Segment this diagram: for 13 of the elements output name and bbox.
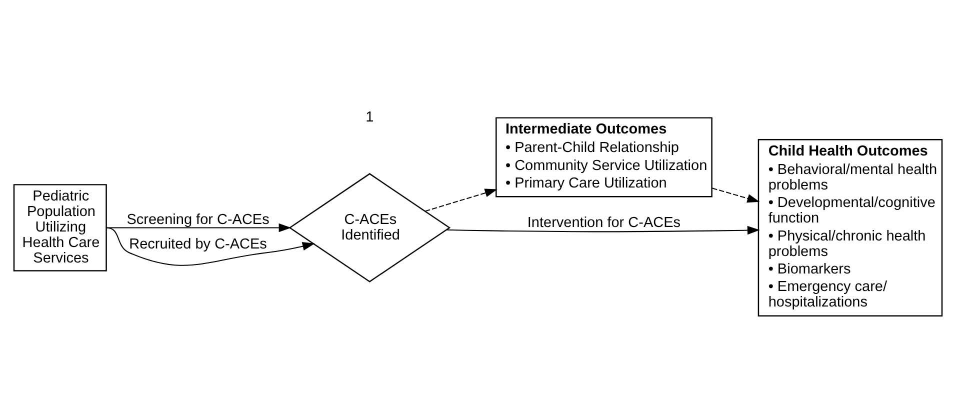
arrow [106,226,315,266]
node-box: Intermediate Outcomes • Parent-Child Relationship • Community Service Utilization • Primary Care Utilization [496,116,712,197]
edge-label: Screening for C-ACEs [126,211,270,228]
node-diamond: C-ACEs Identified [288,172,451,282]
edge-label: Intervention for C-ACEs [527,214,681,230]
arrow [712,187,760,202]
arrow [446,225,760,234]
edge-label: Recruited by C-ACEs [129,236,267,252]
arrow [425,188,498,212]
arrow [106,222,292,232]
node-box: Child Health Outcomes • Behavioral/mental health problems • Developmental/cognitive function • Physical/chronic health problems • Biomarkers • Emergency care/ hospitalizations [758,138,943,316]
node-box: Pediatric Population Utilizing Health Care Services [13,184,107,271]
label: 1 [366,109,374,126]
